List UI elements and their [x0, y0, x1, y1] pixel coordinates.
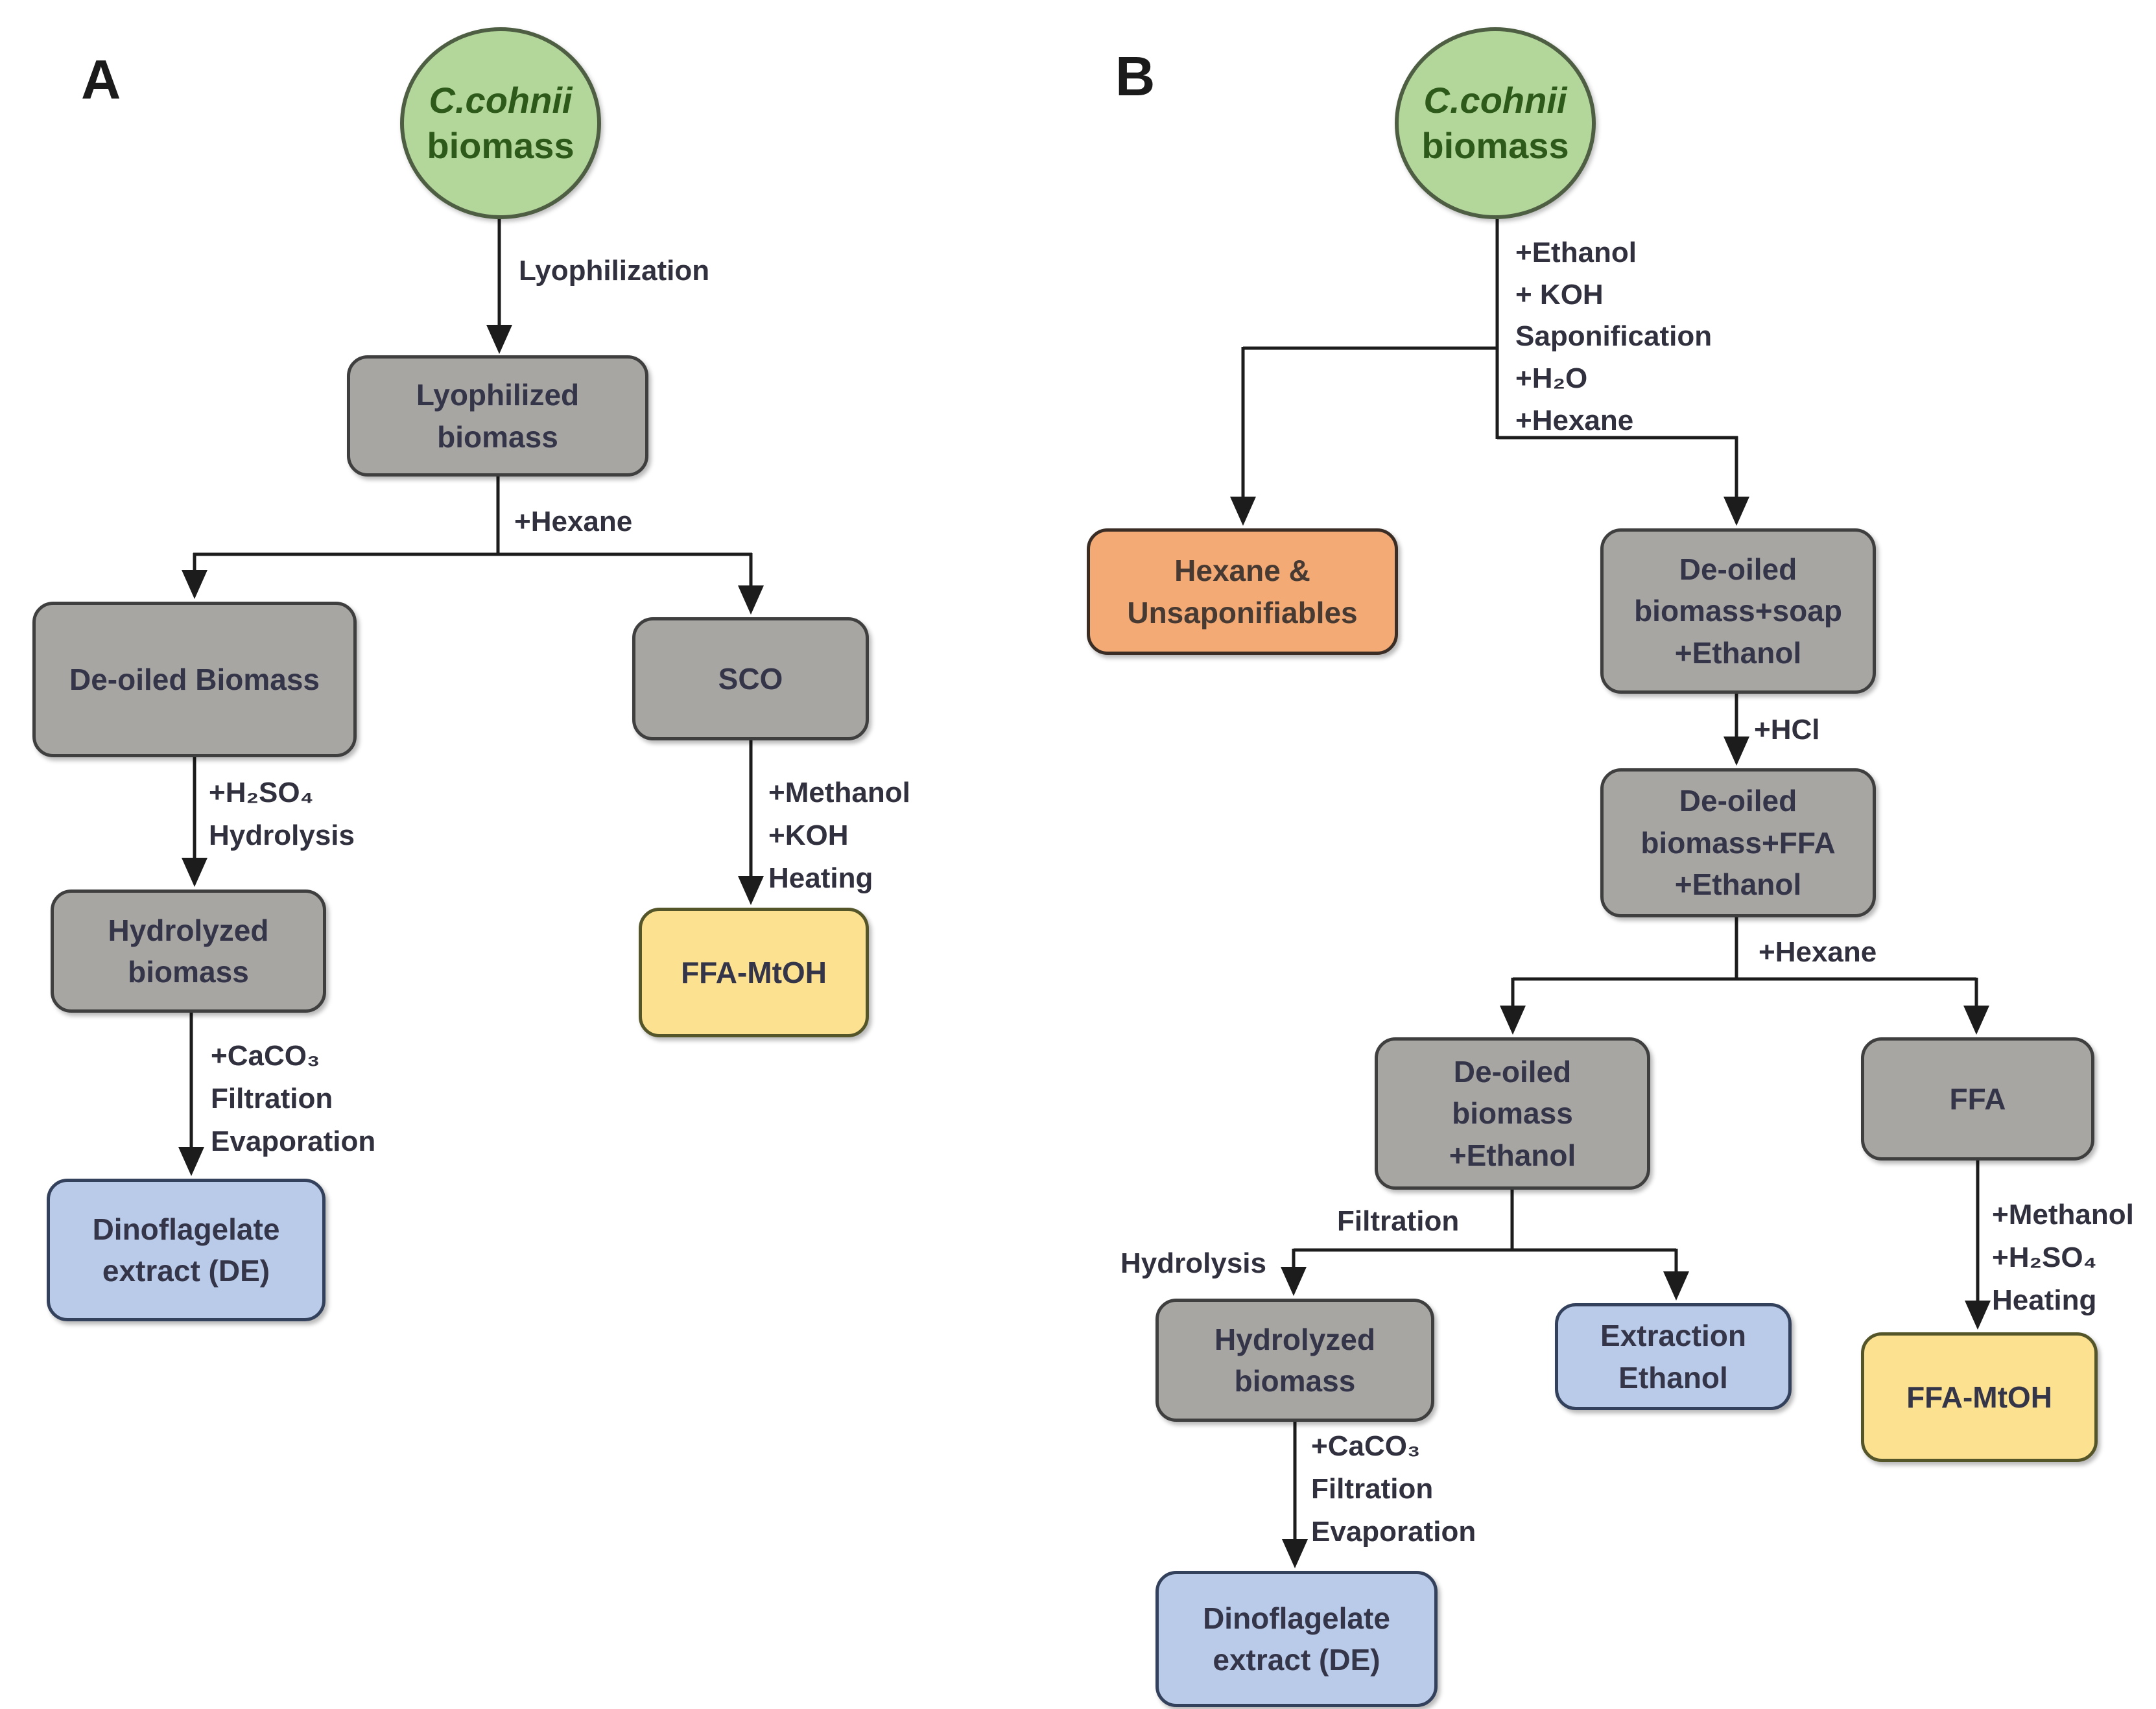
node-a-dinoflagelate-extract: Dinoflagelate extract (DE): [47, 1179, 326, 1321]
node-b-deoiled-ethanol: De-oiled biomass +Ethanol: [1375, 1037, 1650, 1190]
node-a-deoiled-biomass: De-oiled Biomass: [32, 602, 357, 757]
node-b-extraction-ethanol: Extraction Ethanol: [1555, 1303, 1792, 1410]
node-b-ffa: FFA: [1861, 1037, 2094, 1161]
node-b-hexane-unsaponifiables: Hexane & Unsaponifiables: [1087, 528, 1398, 655]
edge-label-h2so4-hydrolysis: +H₂SO₄ Hydrolysis: [209, 777, 355, 851]
node-b-hydrolyzed-biomass: Hydrolyzed biomass: [1155, 1299, 1434, 1422]
edge-label-hcl: +HCl: [1754, 714, 1820, 746]
edge-label-hexane-b: +Hexane: [1759, 936, 1877, 968]
node-b-deoiled-soap-ethanol: De-oiled biomass+soap +Ethanol: [1600, 528, 1876, 694]
node-a-ffa-mtoh: FFA-MtOH: [639, 908, 869, 1037]
biomass-species-name: C.cohnii: [1423, 80, 1567, 121]
edge-label-saponification-block: +Ethanol + KOH Saponification +H₂O +Hexa…: [1515, 237, 1712, 436]
edge-label-methanol-h2so4-heating: +Methanol +H₂SO₄ Heating: [1992, 1199, 2134, 1316]
node-b-biomass-circle: C.cohnii biomass: [1395, 27, 1596, 219]
biomass-species-name: C.cohnii: [429, 80, 573, 121]
node-a-hydrolyzed-biomass: Hydrolyzed biomass: [51, 890, 326, 1013]
edge-label-hexane-a: +Hexane: [514, 506, 633, 537]
panel-a-label: A: [81, 49, 123, 111]
edge-label-caco3-a: +CaCO₃ Filtration Evaporation: [211, 1040, 376, 1157]
panel-b-label: B: [1115, 46, 1157, 108]
node-a-sco: SCO: [632, 617, 869, 740]
edge-label-lyophilization: Lyophilization: [519, 255, 710, 287]
edge-label-methanol-koh-heating: +Methanol +KOH Heating: [768, 777, 910, 894]
edge-label-filtration: Filtration: [1337, 1205, 1460, 1237]
node-b-ffa-mtoh: FFA-MtOH: [1861, 1332, 2098, 1462]
edge-label-caco3-b: +CaCO₃ Filtration Evaporation: [1311, 1430, 1476, 1548]
biomass-word: biomass: [1421, 125, 1569, 166]
edge-label-hydrolysis: Hydrolysis: [1120, 1247, 1266, 1279]
biomass-word: biomass: [427, 125, 575, 166]
node-b-deoiled-ffa-ethanol: De-oiled biomass+FFA +Ethanol: [1600, 768, 1876, 917]
node-a-biomass-circle: C.cohnii biomass: [400, 27, 601, 219]
node-b-dinoflagelate-extract: Dinoflagelate extract (DE): [1155, 1571, 1438, 1707]
node-a-lyophilized-biomass: Lyophilized biomass: [347, 355, 648, 477]
